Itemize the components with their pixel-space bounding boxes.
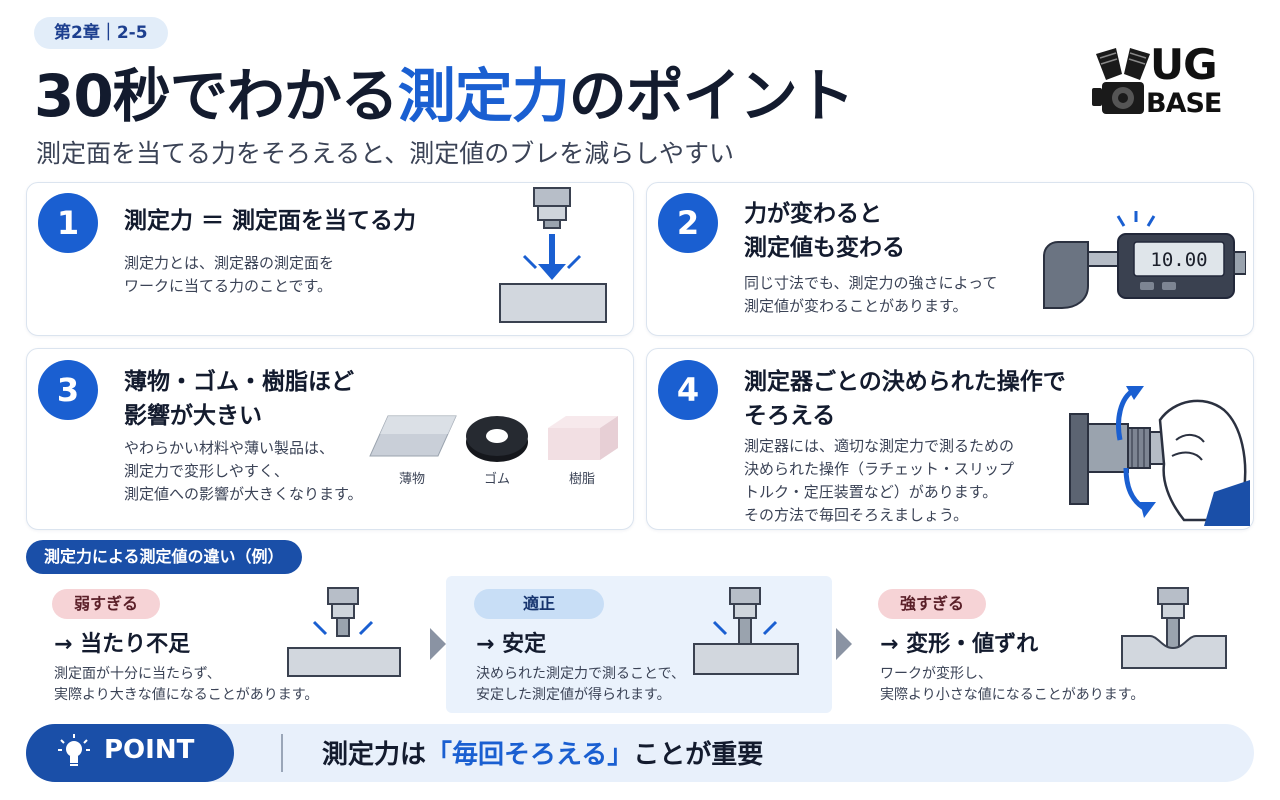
- point-msg-pre: 測定力は: [322, 740, 427, 770]
- card-2-number: 2: [658, 193, 718, 253]
- point-msg-post: ことが重要: [633, 740, 764, 770]
- point-msg-highlight: 「毎回そろえる」: [426, 740, 634, 770]
- title-highlight: 測定力: [397, 62, 570, 130]
- card-2-body-line: 同じ寸法でも、測定力の強さによって: [744, 274, 998, 292]
- card-4-title-line: そろえる: [744, 403, 836, 429]
- card-3-title-line: 薄物・ゴム・樹脂ほど: [124, 369, 354, 395]
- probe-press-illustration: [499, 187, 607, 323]
- desc-too-strong: ワークが変形し、 実際より小さな値になることがあります。: [880, 664, 1144, 706]
- card-1-body: 測定力とは、測定器の測定面を ワークに当てる力のことです。: [124, 252, 334, 298]
- card-3-number: 3: [38, 360, 98, 420]
- chapter-badge: 第2章｜2-5: [34, 17, 168, 49]
- point-message: 測定力は「毎回そろえる」ことが重要: [322, 734, 763, 771]
- micrometer-display: 10.00: [1150, 249, 1207, 271]
- logo-text-top: UG: [1150, 40, 1218, 89]
- weak-contact-illustration: [287, 587, 401, 677]
- card-1-title: 測定力 ＝ 測定面を当てる力: [124, 204, 416, 238]
- card-3: [26, 348, 634, 530]
- card-3-title: 薄物・ゴム・樹脂ほど 影響が大きい: [124, 365, 354, 433]
- card-2-title-line: 力が変わると: [744, 201, 882, 227]
- arrow-right-icon: [430, 628, 446, 660]
- comparison-heading: 測定力による測定値の違い（例）: [26, 540, 302, 574]
- desc-line: 安定した測定値が得られます。: [476, 687, 671, 703]
- brand-logo: UG BASE: [1088, 40, 1244, 124]
- badge-proper: 適正: [474, 589, 604, 619]
- page-subtitle: 測定面を当てる力をそろえると、測定値のブレを減らしやすい: [36, 139, 735, 168]
- desc-line: 測定面が十分に当たらず、: [54, 666, 221, 682]
- resin-block-icon: [548, 416, 618, 460]
- card-1-number: 1: [38, 193, 98, 253]
- card-3-body-line: やわらかい材料や薄い製品は、: [124, 439, 335, 457]
- card-4-body-line: その方法で毎回そろえましょう。: [744, 506, 969, 524]
- thin-plate-icon: [369, 415, 457, 457]
- point-divider: [281, 734, 283, 772]
- result-too-weak: → 当たり不足: [54, 632, 191, 657]
- card-1-body-line: ワークに当てる力のことです。: [124, 277, 333, 295]
- deformed-contact-illustration: [1121, 587, 1227, 669]
- desc-line: ワークが変形し、: [880, 666, 992, 682]
- rubber-ring-icon: [466, 416, 528, 462]
- point-label: POINT: [104, 735, 195, 765]
- title-pre: 30秒でわかる: [34, 62, 399, 130]
- card-4-title: 測定器ごとの決められた操作で そろえる: [744, 365, 1066, 433]
- card-4-body: 測定器には、適切な測定力で測るための 決められた操作（ラチェット・スリップ トル…: [744, 435, 1014, 527]
- digital-micrometer-illustration: 10.00: [1043, 211, 1246, 309]
- desc-too-weak: 測定面が十分に当たらず、 実際より大きな値になることがあります。: [54, 664, 318, 706]
- desc-line: 決められた測定力で測ることで、: [476, 666, 686, 682]
- card-4-number: 4: [658, 360, 718, 420]
- proper-contact-illustration: [693, 587, 799, 675]
- badge-too-strong: 強すぎる: [878, 589, 987, 619]
- card-1-body-line: 測定力とは、測定器の測定面を: [124, 254, 335, 272]
- card-4-title-line: 測定器ごとの決められた操作で: [744, 369, 1066, 395]
- card-3-body-line: 測定力で変形しやすく、: [124, 462, 289, 480]
- desc-line: 実際より大きな値になることがあります。: [54, 687, 319, 703]
- card-4-body-line: 測定器には、適切な測定力で測るための: [744, 437, 1015, 455]
- arrow-right-icon: [836, 628, 852, 660]
- logo-text-bottom: BASE: [1146, 88, 1222, 119]
- material-label-thin: 薄物: [398, 472, 425, 487]
- card-3-body: やわらかい材料や薄い製品は、 測定力で変形しやすく、 測定値への影響が大きくなり…: [124, 437, 363, 506]
- card-2-body-line: 測定値が変わることがあります。: [744, 297, 968, 315]
- card-4-body-line: 決められた操作（ラチェット・スリップ: [744, 460, 1015, 478]
- material-label-rubber: ゴム: [483, 472, 510, 487]
- card-2-title-line: 測定値も変わる: [744, 235, 905, 261]
- ratchet-hand-illustration: [1069, 386, 1250, 526]
- result-too-strong: → 変形・値ずれ: [880, 632, 1039, 657]
- card-4-body-line: トルク・定圧装置など）があります。: [744, 483, 998, 501]
- result-proper: → 安定: [476, 632, 547, 657]
- card-2-title: 力が変わると 測定値も変わる: [744, 197, 905, 265]
- card-1-title-line: 測定力 ＝ 測定面を当てる力: [124, 208, 417, 234]
- card-3-title-line: 影響が大きい: [124, 403, 262, 429]
- desc-proper: 決められた測定力で測ることで、 安定した測定値が得られます。: [476, 664, 685, 706]
- card-2-body: 同じ寸法でも、測定力の強さによって 測定値が変わることがあります。: [744, 272, 997, 318]
- material-label-resin: 樹脂: [568, 472, 595, 487]
- point-pill: [26, 724, 234, 782]
- title-post: のポイント: [568, 62, 855, 130]
- engine-icon: [1092, 48, 1150, 114]
- badge-too-weak: 弱すぎる: [52, 589, 161, 619]
- desc-line: 実際より小さな値になることがあります。: [880, 687, 1145, 703]
- card-3-body-line: 測定値への影響が大きくなります。: [124, 485, 363, 503]
- page-title: 30秒でわかる測定力のポイント: [34, 56, 855, 136]
- lightbulb-icon: [58, 734, 90, 766]
